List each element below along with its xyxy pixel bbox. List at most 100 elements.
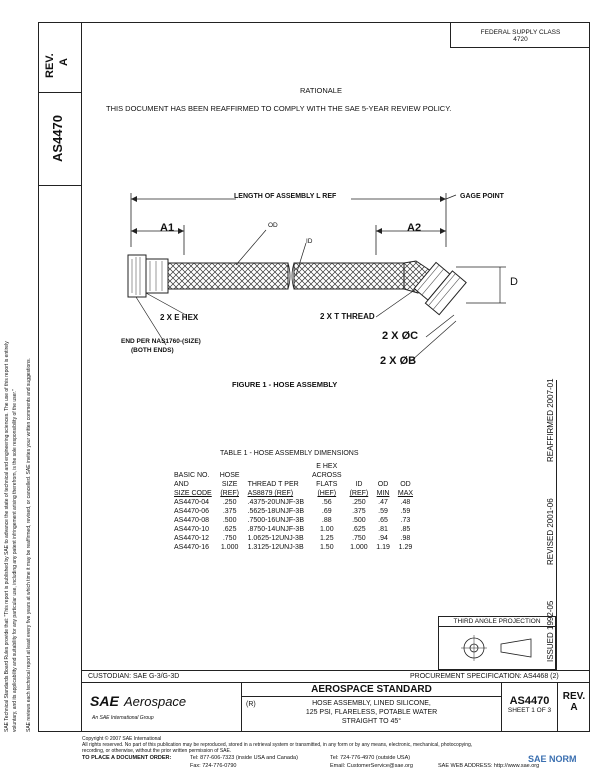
sae-logo: SAE [90,693,119,709]
table-header-cell: (REF) [220,490,239,497]
logo-tagline: An SAE International Group [92,715,154,721]
legal-text-3: SAE reviews each technical report at lea… [26,358,32,732]
a1-label: A1 [160,222,175,234]
table-cell: 1.3125-12UNJ-3B [247,544,304,551]
left-divider-1 [38,92,82,93]
table-header-cell [372,471,394,480]
table-cell: .47 [378,499,388,506]
table-cell: .375 [222,508,237,515]
title-doc-number: AS4470 [509,695,550,707]
table-header-cell [394,471,417,480]
table-header-cell: MIN [376,490,390,497]
third-angle-label: THIRD ANGLE PROJECTION [439,617,555,627]
title-rev-label: REV. [562,691,586,702]
desc-line-3: STRAIGHT TO 45° [341,718,402,725]
table-row: AS4470-08.500.7500-16UNJF-3B.88.500.65.7… [170,516,417,525]
table-header-row: E HEX [170,462,417,471]
table-cell: .85 [400,526,411,533]
d-label: D [510,276,518,288]
aerospace-logo: Aerospace [124,694,187,709]
rev-label: REV. [44,53,56,78]
order-label: TO PLACE A DOCUMENT ORDER: [82,755,172,761]
tel1: Tel: 877-606-7323 (inside USA and Canada… [190,755,298,761]
rev-value: A [58,58,70,66]
table-header-cell: HOSE [219,472,240,479]
table-cell: .250 [222,499,237,506]
table-header-cell: ID [355,481,363,488]
od-label: OD [268,222,278,229]
rights-text-2: recording, or otherwise, without the pri… [82,748,232,754]
fsc-box: FEDERAL SUPPLY CLASS 4720 [450,22,590,48]
table-cell: 1.00 [319,526,334,533]
table-cell: AS4470-04 [174,499,210,506]
table-header-cell: FLATS [316,481,338,488]
e-hex-label: 2 X E HEX [160,313,199,322]
length-label: LENGTH OF ASSEMBLY L REF [234,193,337,200]
web-address: SAE WEB ADDRESS: http://www.sae.org [438,763,540,769]
aerospace-standard: AEROSPACE STANDARD [242,683,501,697]
table-cell: AS4470-06 [174,508,210,515]
table-header-cell [372,462,394,471]
table-cell: .750 [352,535,366,542]
right-margin-line [556,380,557,670]
table-header-cell [216,462,244,471]
table-header-cell: MAX [397,490,414,497]
table-header-cell [244,471,308,480]
title-rev-value: A [570,702,578,713]
projection-symbol [461,635,532,661]
left-column [38,22,82,732]
table-cell: 1.000 [350,544,368,551]
legal-text-1: SAE Technical Standards Board Rules prov… [4,341,10,732]
hose-assembly-figure [127,193,506,362]
table-title: TABLE 1 - HOSE ASSEMBLY DIMENSIONS [220,450,359,457]
left-divider-2 [38,185,82,186]
fsc-number: 4720 [513,36,528,43]
doc-number-cell: AS4470 SHEET 1 OF 3 [502,683,558,731]
table-cell: .625 [352,526,366,533]
copyright: Copyright © 2007 SAE International [82,736,162,742]
procurement-label: PROCUREMENT SPECIFICATION: AS4468 (2) [410,673,559,680]
table-cell: .94 [378,535,388,542]
table-cell: .56 [321,499,332,506]
table-header-cell: AND [174,481,189,488]
rationale-title: RATIONALE [300,86,342,95]
third-angle-box: THIRD ANGLE PROJECTION [438,616,556,670]
table-cell: .375 [352,508,366,515]
rights-text: All rights reserved. No part of this pub… [82,742,473,748]
table-header-cell: BASIC NO. [174,472,210,479]
desc-line-2: 125 PSI, FLARELESS, POTABLE WATER [305,709,438,716]
legal-text-2: voluntary, and its applicability and sui… [12,389,18,732]
t-thread-label: 2 X T THREAD [320,312,375,321]
table-header-cell [346,462,373,471]
table-cell: 1.0625-12UNJ-3B [247,535,304,542]
logo-cell: SAE Aerospace An SAE International Group [82,683,242,731]
table-header-cell: THREAD T PER [247,481,299,488]
table-header-cell: (REF) [349,490,369,497]
table-cell: AS4470-08 [174,517,210,524]
fax: Fax: 724-776-0790 [190,763,237,769]
table-cell: .48 [400,499,411,506]
fsc-label: FEDERAL SUPPLY CLASS [480,29,561,36]
table-header-cell: ACROSS [312,472,342,479]
email: Email: CustomerService@sae.org [330,763,413,769]
table-header-cell [170,462,216,471]
table-cell: .500 [352,517,366,524]
table-header-cell: SIZE [221,481,238,488]
table-cell: .59 [400,508,411,515]
table-cell: .8750-14UNJF-3B [247,526,304,533]
c-dia-label: 2 X ØC [382,330,419,342]
tel2: Tel: 724-776-4970 (outside USA) [330,755,411,761]
table-cell: 1.19 [376,544,390,551]
table-header-cell [346,471,373,480]
table-header-cell [244,462,308,471]
table-cell: 1.25 [319,535,334,542]
table-header-cell: OD [377,481,389,488]
custodian-top-rule [82,670,590,671]
table-header-cell: AS8879 (REF) [247,490,294,497]
